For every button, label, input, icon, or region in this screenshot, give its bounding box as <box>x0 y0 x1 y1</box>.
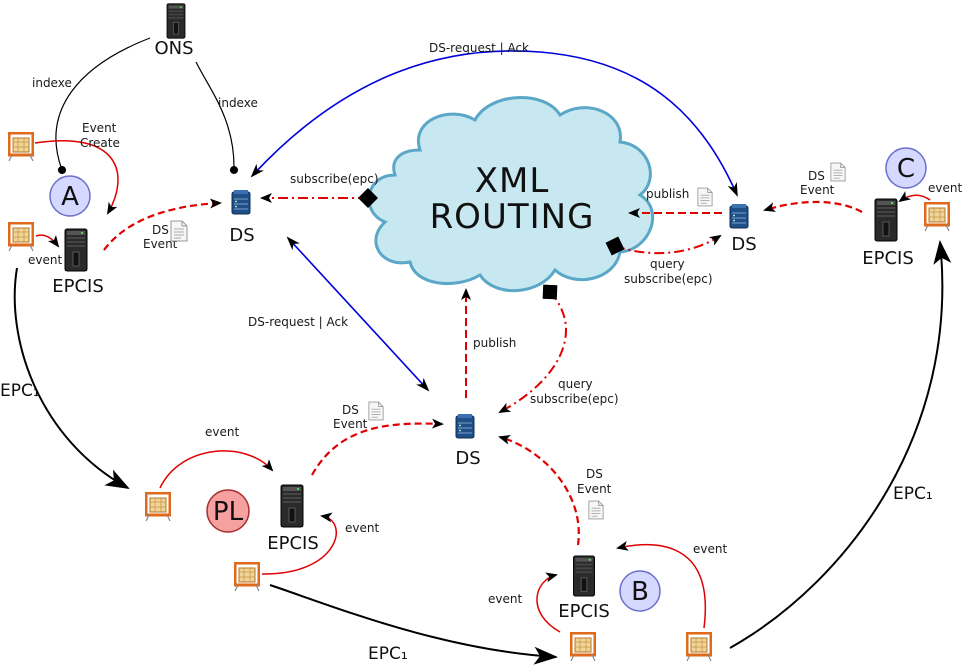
ds-event-pl-arrow <box>311 418 444 476</box>
ds-request-mid-label: DS-request | Ack <box>248 315 348 329</box>
node-c-circle <box>885 147 927 189</box>
rfid-reader-icon <box>686 632 712 662</box>
ons-to-a-line <box>55 37 151 175</box>
document-icon <box>588 500 604 520</box>
ds-event-pl-label-2: Event <box>333 417 368 431</box>
node-pl-letter: PL <box>213 497 244 527</box>
query-right-label-2: subscribe(epc) <box>624 272 713 286</box>
event-pl-right-label: event <box>345 521 379 535</box>
rfid-reader-icon <box>8 222 34 252</box>
server-icon <box>280 484 304 528</box>
ons-label: ONS <box>154 38 193 59</box>
event-b-right-arrow <box>616 541 707 629</box>
indexe-label-ds: indexe <box>218 96 258 110</box>
event-pl-right-arrow <box>261 512 337 575</box>
ds-event-c-label-1: DS <box>808 169 825 183</box>
ds-right-label: DS <box>731 234 756 255</box>
node-b-circle <box>619 570 661 612</box>
ds-event-a-label-2: Event <box>143 237 178 251</box>
ds-event-c-label-2: Event <box>800 183 835 197</box>
epc1-left-label: EPC₁ <box>0 381 40 401</box>
query-right-label-1: query <box>650 257 685 271</box>
ds-bottom-label: DS <box>455 448 480 469</box>
node-pl-circle <box>206 489 250 533</box>
rfid-reader-icon <box>8 132 34 162</box>
indexe-label-a: indexe <box>32 76 72 90</box>
event-pl-top-arrow <box>159 450 274 489</box>
cloud-title-line2: ROUTING <box>430 197 595 237</box>
node-c-letter: C <box>897 154 915 184</box>
ons-node: ONS <box>154 3 194 59</box>
event-b-left-arrow <box>536 572 561 633</box>
document-icon <box>830 162 846 182</box>
query-right-arrow <box>605 234 722 256</box>
event-c-arrow <box>898 191 931 203</box>
publish-right-label: publish <box>646 187 689 201</box>
database-icon <box>231 189 251 215</box>
event-c-label: event <box>928 181 962 195</box>
event-create-arrow <box>34 140 119 215</box>
ds-request-top-arrow <box>250 50 738 197</box>
server-icon <box>64 228 88 272</box>
epc1-right-arrow <box>729 240 952 649</box>
ons-to-ds-left-line <box>195 61 239 175</box>
document-icon <box>368 401 384 421</box>
ds-event-b-arrow <box>498 434 580 546</box>
epc1-bottom-arrow <box>269 584 558 665</box>
ds-event-pl-label-1: DS <box>342 403 359 417</box>
server-icon <box>874 198 898 242</box>
ds-event-a-arrow <box>103 198 222 251</box>
epc1-right-label: EPC₁ <box>893 484 933 504</box>
database-icon <box>729 203 749 229</box>
ds-event-a-label-1: DS <box>152 223 169 237</box>
xml-routing-cloud: XML ROUTING <box>367 96 655 293</box>
ds-left-label: DS <box>229 225 254 246</box>
ds-event-b-label-2: Event <box>577 482 612 496</box>
rfid-reader-icon <box>234 562 260 592</box>
node-a-letter: A <box>61 182 79 212</box>
database-icon <box>455 413 475 439</box>
ds-event-c-arrow <box>763 200 863 213</box>
event-a-arrow <box>35 234 60 248</box>
rfid-reader-icon <box>145 492 171 522</box>
epcis-c-label: EPCIS <box>862 248 914 269</box>
publish-bottom-label: publish <box>473 336 516 350</box>
epcis-pl-label: EPCIS <box>267 533 319 554</box>
event-create-label-1: Event <box>82 121 117 135</box>
event-create-label-2: Create <box>80 136 120 150</box>
rfid-reader-icon <box>924 202 950 232</box>
event-a-label: event <box>28 253 62 267</box>
event-b-left-label: event <box>488 592 522 606</box>
query-bottom-label-2: subscribe(epc) <box>530 392 619 406</box>
query-bottom-arrow <box>498 284 567 413</box>
epc1-bottom-label: EPC₁ <box>368 644 408 664</box>
server-icon <box>573 555 595 597</box>
event-pl-top-label: event <box>205 425 239 439</box>
ds-event-b-label-1: DS <box>586 467 603 481</box>
epcis-b-label: EPCIS <box>558 601 610 622</box>
server-icon <box>166 3 186 39</box>
epc1-left-arrow <box>13 267 130 489</box>
event-b-right-label: event <box>693 542 727 556</box>
rfid-reader-icon <box>570 632 596 662</box>
document-icon <box>170 220 188 242</box>
cloud-title-line1: XML <box>475 161 550 201</box>
subscribe-left-label: subscribe(epc) <box>290 172 379 186</box>
epcis-a-label: EPCIS <box>52 276 104 297</box>
ds-request-mid-arrow <box>286 236 430 392</box>
node-a-circle <box>49 175 91 217</box>
node-b-letter: B <box>631 577 649 607</box>
ds-request-top-label: DS-request | Ack <box>429 41 529 55</box>
query-bottom-label-1: query <box>558 377 593 391</box>
document-icon <box>697 187 713 207</box>
